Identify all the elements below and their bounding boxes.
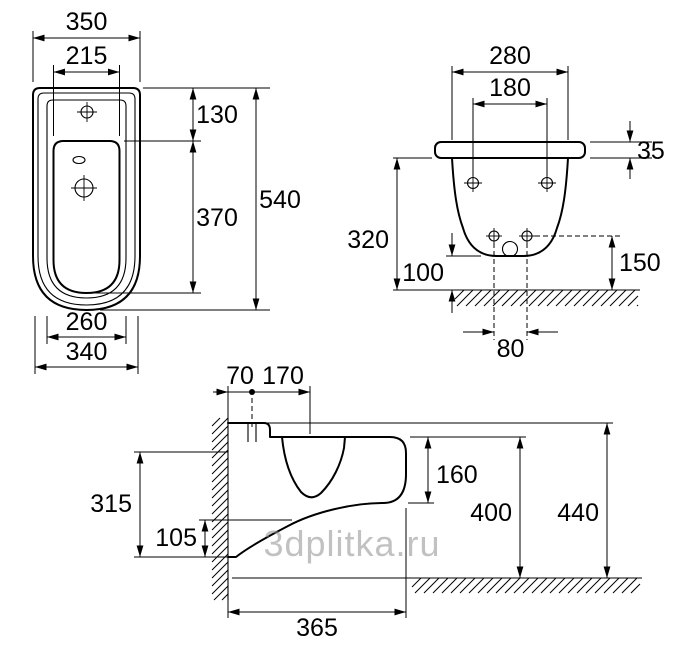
side-view: 70 170 160 315 105 400 440 (90, 362, 642, 642)
dim-plan-540: 540 (100, 87, 301, 311)
dim-label: 280 (489, 42, 531, 70)
dim-label: 215 (66, 42, 108, 70)
mounting-hole-right (538, 174, 556, 192)
fixing-hole-right (519, 228, 535, 244)
dim-side-365: 365 (227, 508, 407, 642)
dim-front-150: 150 (535, 235, 661, 290)
dim-label: 70 (226, 362, 254, 390)
overflow-slot (72, 155, 86, 165)
bowl-section-line (281, 436, 346, 499)
dim-side-160: 160 (408, 436, 526, 504)
dim-label: 130 (196, 101, 238, 129)
dim-plan-370: 370 (95, 141, 238, 294)
dim-label: 80 (497, 335, 525, 363)
ground-hatch-front (454, 289, 639, 307)
dim-label: 260 (66, 308, 108, 336)
dim-label: 540 (259, 186, 301, 214)
dim-front-320: 320 (347, 157, 446, 291)
fixing-hole-left (486, 228, 502, 244)
dim-label: 440 (557, 499, 599, 527)
bidet-outline-outer (32, 87, 141, 311)
dim-label: 340 (66, 338, 108, 366)
dim-label: 105 (155, 524, 197, 552)
drain-hole (71, 175, 97, 201)
dim-label: 350 (66, 8, 108, 36)
bidet-rim-line (37, 92, 136, 306)
bidet-bowl-outline (52, 140, 121, 294)
mounting-hole-left (464, 174, 482, 192)
dim-front-80: 80 (463, 243, 558, 363)
drain-outlet (501, 240, 519, 258)
dim-side-70-170-chain: 70 170 (213, 362, 311, 434)
dim-front-180: 180 (472, 74, 548, 176)
dim-label: 150 (619, 249, 661, 277)
dim-plan-340: 340 (34, 316, 139, 374)
dim-label: 320 (347, 226, 389, 254)
dim-label: 370 (196, 204, 238, 232)
dim-label: 365 (296, 614, 338, 642)
tap-hole (77, 102, 97, 122)
dim-label: 100 (402, 259, 444, 287)
dim-plan-215: 215 (53, 42, 120, 136)
dim-label: 400 (470, 499, 512, 527)
dim-plan-350: 350 (32, 8, 141, 82)
dim-label: 35 (637, 137, 665, 165)
dim-front-280: 280 (451, 42, 569, 140)
dim-side-400: 400 (470, 437, 524, 578)
rim-band-outline (434, 141, 586, 159)
dim-front-35: 35 (590, 121, 665, 179)
dim-plan-130: 130 (124, 88, 238, 142)
dim-side-315: 315 (90, 451, 232, 558)
chain-dim-dot (249, 389, 255, 395)
dim-label: 180 (489, 74, 531, 102)
dim-plan-260: 260 (46, 308, 127, 344)
dim-label: 160 (436, 461, 478, 489)
side-profile-outline (227, 422, 407, 558)
wall-hatch (211, 417, 229, 601)
floor-hatch (411, 577, 641, 594)
bidet-inner-rim (46, 99, 127, 299)
dim-front-100: 100 (402, 233, 481, 313)
dim-label: 170 (262, 362, 304, 390)
front-view: 280 180 35 320 100 (347, 42, 665, 363)
dim-label: 315 (90, 490, 132, 518)
watermark-text: 3dplitka.ru (263, 523, 440, 564)
dim-side-440: 440 (266, 422, 613, 578)
dim-side-105: 105 (155, 519, 292, 557)
plan-view: 350 215 130 370 540 260 (32, 8, 301, 374)
